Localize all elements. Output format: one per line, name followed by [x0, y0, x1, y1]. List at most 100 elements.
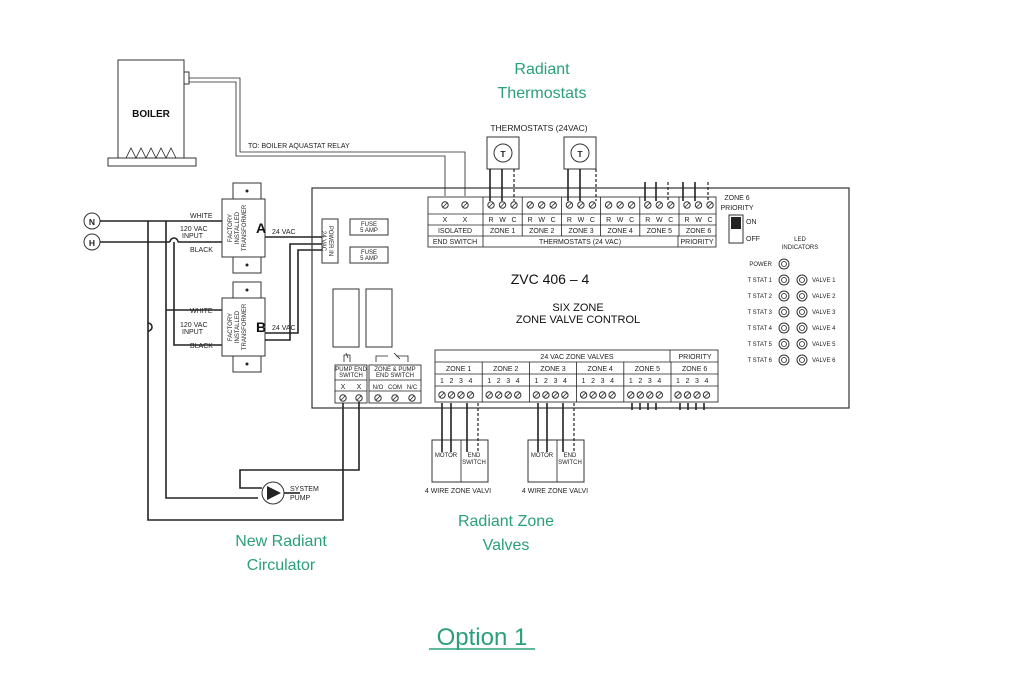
valve-terminal-number: 4 — [516, 378, 520, 385]
valve-zone-label: ZONE 4 — [588, 366, 613, 373]
annotation-thermostats-1: Radiant — [514, 61, 570, 78]
transformer-a-id: A — [256, 220, 266, 236]
tstat-terminal-letter: R — [488, 217, 493, 224]
transformer-b-body-3: TRANSFORMER — [242, 303, 248, 350]
transformer-a-input-2: INPUT — [182, 233, 204, 240]
valve-terminal-number: 2 — [591, 378, 595, 385]
valve-header: 24 VAC ZONE VALVES — [540, 354, 613, 361]
tstat-zone-label: ZONE 4 — [608, 228, 633, 235]
priority-off: OFF — [746, 236, 760, 243]
annotation-zone-valves-2: Valves — [483, 537, 530, 554]
nc-term-1: N/O — [373, 385, 384, 391]
led-valve-label: VALVE 2 — [812, 294, 836, 300]
valve-zone-label: ZONE 5 — [635, 366, 660, 373]
nc-term-3: N/C — [407, 385, 418, 391]
transformer-b-body-1: FACTORY — [228, 313, 234, 341]
transformer-b-id: B — [256, 319, 266, 335]
led-valve-label: VALVE 5 — [812, 342, 836, 348]
tstat-terminal-letter: W — [499, 217, 506, 224]
valve-terminal-number: 1 — [534, 378, 538, 385]
valve-terminal-number: 4 — [469, 378, 473, 385]
transformer-a-white: WHITE — [190, 213, 213, 220]
led-tstat-label: T STAT 2 — [747, 294, 772, 300]
valve-terminal-number: 4 — [657, 378, 661, 385]
zone-pump-end-switch-2: END SWITCH — [376, 373, 414, 379]
annotation-circulator-1: New Radiant — [235, 533, 327, 550]
tstat-zone-label: ZONE 5 — [647, 228, 672, 235]
boiler-label: BOILER — [132, 109, 171, 120]
valve-2-motor: MOTOR — [531, 453, 554, 459]
led-valve — [796, 306, 808, 318]
tstat-terminal-letter: C — [551, 217, 556, 224]
transformer-a-black: BLACK — [190, 247, 213, 254]
led-tstat — [778, 306, 790, 318]
valve-terminal-number: 1 — [440, 378, 444, 385]
transformer-b-body-2: INSTALLED — [235, 310, 241, 343]
valve-zone-label: ZONE 1 — [446, 366, 471, 373]
fuse-1-label-1: FUSE — [361, 222, 377, 228]
system-pump: SYSTEM PUMP — [239, 402, 360, 505]
transformer-b: B FACTORY INSTALLED TRANSFORMER WHITE 12… — [180, 243, 322, 373]
led-tstat — [778, 322, 790, 334]
transformer-a: A FACTORY INSTALLED TRANSFORMER WHITE 12… — [180, 182, 322, 274]
model-label: ZVC 406 – 4 — [511, 271, 590, 287]
tstat-terminal-letter: C — [511, 217, 516, 224]
valve-terminal-number: 2 — [544, 378, 548, 385]
thermostat-1-symbol: T — [500, 149, 506, 159]
power-in-1: POWER IN — [327, 226, 333, 256]
valve-terminal-number: 1 — [629, 378, 633, 385]
tstat-terminal-letter: R — [645, 217, 650, 224]
tstat-terminal-letter: W — [617, 217, 624, 224]
subtitle-1: SIX ZONE — [552, 302, 603, 314]
transformer-b-output: 24 VAC — [272, 325, 296, 332]
aquastat-wires: TO: BOILER AQUASTAT RELAY — [189, 77, 466, 196]
led-tstat-label: T STAT 3 — [747, 310, 772, 316]
valve-zone-label: ZONE 2 — [493, 366, 518, 373]
led-valve-label: VALVE 6 — [812, 358, 836, 364]
led-tstat-label: T STAT 4 — [747, 326, 772, 332]
transformer-a-input-1: 120 VAC — [180, 226, 208, 233]
valve-terminal-number: 3 — [506, 378, 510, 385]
control-board: POWER IN 24 VAC FUSE 5 AMP FUSE 5 AMP ZV… — [311, 187, 850, 409]
valve-stub-wires — [631, 403, 705, 410]
valve-2-end-1: END — [564, 453, 577, 459]
tstat-terminal-letter: C — [590, 217, 595, 224]
zone6-priority-1: ZONE 6 — [724, 195, 749, 202]
valve-terminal-number: 4 — [610, 378, 614, 385]
nc-term-2: COM — [388, 385, 402, 391]
led-valve — [796, 290, 808, 302]
thermostats: THERMOSTATS (24VAC) T T — [486, 123, 709, 201]
led-valve-label: VALVE 4 — [812, 326, 836, 332]
valve-terminal-number: 3 — [601, 378, 605, 385]
zone-valve-1: MOTOR END SWITCH 4 WIRE ZONE VALVI — [425, 403, 491, 495]
tstat-terminal-letter: W — [656, 217, 663, 224]
zone-pump-end-switch-1: ZONE & PUMP — [374, 367, 415, 373]
zone6-priority-2: PRIORITY — [720, 205, 753, 212]
tstat-terminal-letter: W — [695, 217, 702, 224]
led-valve — [796, 354, 808, 366]
valve-terminal-number: 1 — [582, 378, 586, 385]
subtitle-2: ZONE VALVE CONTROL — [516, 314, 640, 326]
valve-terminal-number: 1 — [676, 378, 680, 385]
pump-end-switch-1: PUMP END — [335, 367, 367, 373]
valve-zone-label: ZONE 6 — [682, 366, 707, 373]
pump-term-1: X — [341, 384, 346, 391]
fuse-1-label-2: 5 AMP — [360, 228, 378, 234]
valve-terminal-number: 1 — [487, 378, 491, 385]
valve-terminal-number: 4 — [563, 378, 567, 385]
valve-2-end-2: SWITCH — [558, 460, 582, 466]
valve-terminal-number: 2 — [686, 378, 690, 385]
tstat-terminal-letter: R — [528, 217, 533, 224]
led-valve — [796, 338, 808, 350]
transformer-b-black: BLACK — [190, 343, 213, 350]
led-valve — [796, 322, 808, 334]
isolated-label-2: END SWITCH — [433, 239, 477, 246]
tstat-terminal-letter: W — [538, 217, 545, 224]
led-power — [778, 258, 790, 270]
led-valve-label: VALVE 3 — [812, 310, 836, 316]
pump-label-2: PUMP — [290, 495, 311, 502]
